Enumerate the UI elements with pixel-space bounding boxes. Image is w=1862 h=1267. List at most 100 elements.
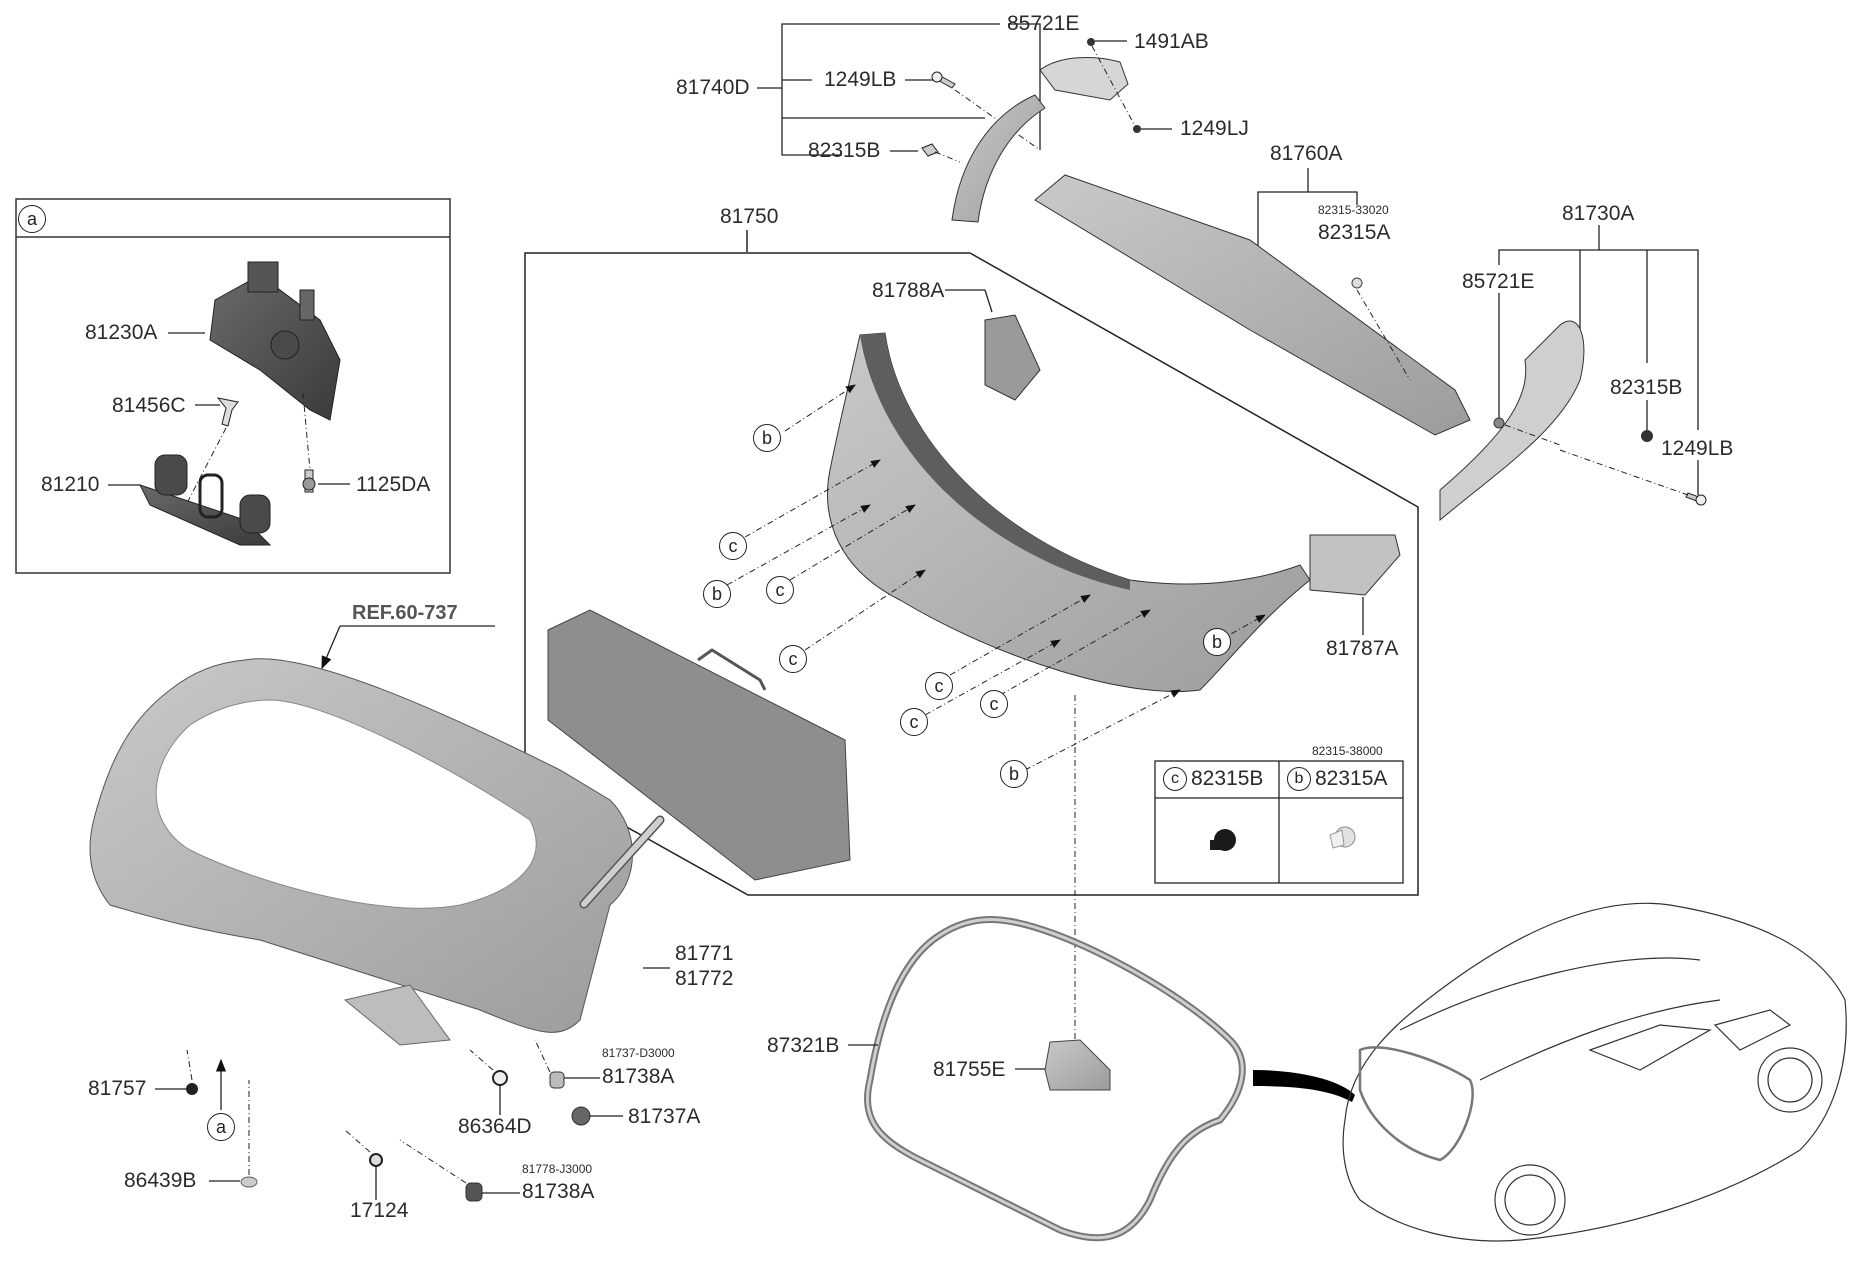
strut-shape	[579, 815, 665, 909]
callout-c[interactable]: c	[766, 576, 794, 604]
actuator-81230A-shape	[209, 261, 341, 421]
assembly-line	[1504, 424, 1561, 446]
legend-table	[1154, 760, 1404, 884]
group-81750-outline	[524, 230, 1419, 896]
legend-cell-c: c 82315B	[1157, 763, 1279, 797]
legend-part-82315A[interactable]: 82315A	[1315, 767, 1388, 790]
callout-c[interactable]: c	[925, 672, 953, 700]
assembly-line	[1559, 449, 1689, 496]
label-1249LB-right[interactable]: 1249LB	[1661, 437, 1734, 460]
label-81757[interactable]: 81757	[88, 1077, 147, 1100]
weatherstrip-87321B-shape	[863, 916, 1246, 1242]
bolt-1125DA-shape	[302, 469, 316, 493]
label-1249LB-top[interactable]: 1249LB	[824, 68, 897, 91]
label-81740D[interactable]: 81740D	[676, 76, 750, 99]
legend-callout-c: c	[1163, 767, 1187, 791]
label-81730A[interactable]: 81730A	[1562, 202, 1635, 225]
label-81750[interactable]: 81750	[720, 205, 779, 228]
pad-shape	[547, 609, 851, 881]
legend-part-82315B[interactable]: 82315B	[1191, 767, 1264, 790]
label-1249LJ[interactable]: 1249LJ	[1180, 117, 1249, 140]
label-82315-33020: 82315-33020	[1318, 203, 1389, 217]
ref-arrow	[321, 625, 341, 670]
legend-callout-b: b	[1287, 767, 1311, 791]
label-86364D[interactable]: 86364D	[458, 1115, 532, 1138]
label-82315A-top[interactable]: 82315A	[1318, 221, 1391, 244]
vehicle-pointer	[1253, 1070, 1355, 1102]
screw-1249LJ-shape	[1133, 125, 1141, 133]
label-17124[interactable]: 17124	[350, 1199, 409, 1222]
assembly-line	[344, 1129, 371, 1153]
tailgate-shape	[89, 658, 633, 1046]
bracket-81760A	[1257, 168, 1358, 250]
assembly-line	[399, 1139, 467, 1184]
grommet-85721E-shape	[1493, 417, 1505, 429]
label-81760A[interactable]: 81760A	[1270, 142, 1343, 165]
trim-81760A-shape	[1034, 174, 1471, 436]
label-81772[interactable]: 81772	[675, 967, 734, 990]
label-86439B[interactable]: 86439B	[124, 1169, 197, 1192]
clip-82315B-shape	[1641, 430, 1653, 442]
clip-81757-shape	[186, 1083, 198, 1095]
vehicle-line-art	[1342, 902, 1847, 1242]
clip-82315A-shape	[1351, 277, 1363, 289]
assembly-line	[1356, 289, 1411, 381]
stopper-81737A-shape	[571, 1106, 591, 1126]
cover-81787A-shape	[1309, 534, 1401, 596]
clip-82315B-legend-shape	[1210, 829, 1236, 851]
bumper-81738A-upper-shape	[549, 1071, 565, 1089]
callout-c[interactable]: c	[719, 532, 747, 560]
trim-81730A-shape	[1439, 320, 1585, 522]
callout-c[interactable]: c	[779, 645, 807, 673]
screw-1249LB-shape	[1685, 492, 1707, 506]
legend-cell-b: b 82315A	[1281, 763, 1403, 797]
assembly-line	[469, 1049, 494, 1071]
assembly-line	[186, 1049, 193, 1081]
ref-label[interactable]: REF.60-737	[352, 602, 458, 624]
label-81210[interactable]: 81210	[41, 473, 100, 496]
label-82315-38000: 82315-38000	[1312, 744, 1383, 758]
leader-81788A	[984, 289, 993, 313]
label-81755E[interactable]: 81755E	[933, 1058, 1006, 1081]
trim-81750-shape	[827, 332, 1311, 693]
assembly-line	[1091, 45, 1137, 129]
label-81737A[interactable]: 81737A	[628, 1105, 701, 1128]
clip-82315B-shape	[921, 143, 939, 157]
cup-81755E-shape	[1044, 1039, 1111, 1091]
callout-a-lower[interactable]: a	[207, 1113, 235, 1141]
label-81787A[interactable]: 81787A	[1326, 637, 1399, 660]
callout-b[interactable]: b	[753, 424, 781, 452]
callout-leaders	[726, 384, 1266, 1040]
callout-b[interactable]: b	[1203, 628, 1231, 656]
label-1125DA[interactable]: 1125DA	[356, 473, 431, 496]
label-1491AB[interactable]: 1491AB	[1134, 30, 1209, 53]
screw-81456C-shape	[216, 397, 239, 427]
label-81771[interactable]: 81771	[675, 942, 734, 965]
label-87321B[interactable]: 87321B	[767, 1034, 840, 1057]
cover-81788A-shape	[984, 314, 1041, 401]
screw-1249LB-shape	[931, 71, 956, 89]
label-82315B-right[interactable]: 82315B	[1610, 376, 1683, 399]
label-82315B-top[interactable]: 82315B	[808, 139, 881, 162]
label-81456C[interactable]: 81456C	[112, 394, 186, 417]
label-85721E-top[interactable]: 85721E	[1007, 12, 1080, 35]
callout-c[interactable]: c	[980, 690, 1008, 718]
callout-b[interactable]: b	[1000, 760, 1028, 788]
label-81738A-upper[interactable]: 81738A	[602, 1065, 675, 1088]
inset-a-box	[15, 198, 451, 574]
label-81778-J3000: 81778-J3000	[522, 1162, 593, 1176]
callout-b[interactable]: b	[703, 580, 731, 608]
label-81230A[interactable]: 81230A	[85, 321, 158, 344]
callout-c[interactable]: c	[900, 708, 928, 736]
trim-81740D-shape	[951, 94, 1046, 223]
assembly-line	[534, 1039, 551, 1073]
bracket-81740D	[757, 23, 1041, 156]
plug-86364D-shape	[492, 1070, 508, 1086]
callout-a[interactable]: a	[18, 205, 46, 233]
label-81738A-lower[interactable]: 81738A	[522, 1180, 595, 1203]
label-81788A[interactable]: 81788A	[872, 279, 945, 302]
label-85721E-right[interactable]: 85721E	[1462, 270, 1535, 293]
grommet-86439B-shape	[240, 1176, 258, 1188]
